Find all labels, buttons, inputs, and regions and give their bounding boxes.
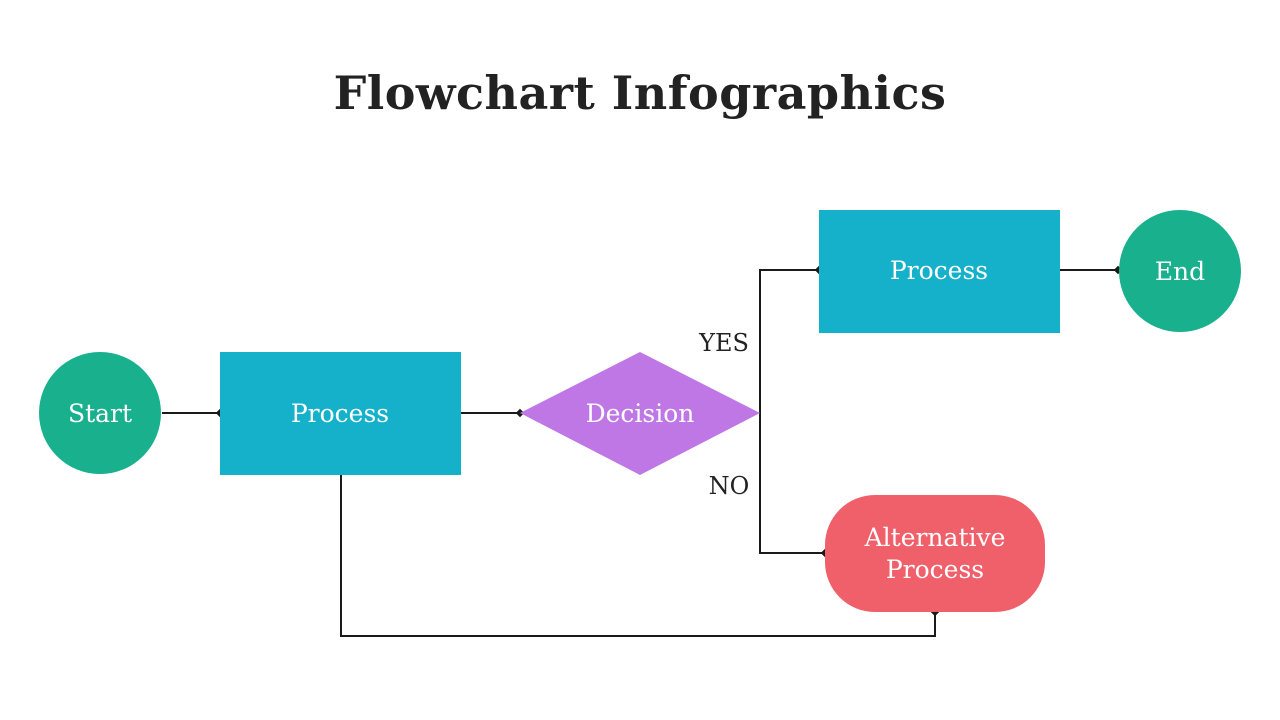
alternative-process-box bbox=[825, 495, 1045, 612]
node-process-1: Process bbox=[220, 352, 461, 475]
end-circle bbox=[1119, 210, 1241, 332]
process-1-label: Process bbox=[291, 399, 389, 428]
end-label: End bbox=[1155, 257, 1205, 286]
node-end: End bbox=[1119, 210, 1241, 332]
process-2-label: Process bbox=[890, 256, 988, 285]
process-1-box bbox=[220, 352, 461, 475]
yes-label: YES bbox=[698, 329, 749, 357]
connector-decision-no-to-alternative bbox=[759, 413, 825, 554]
start-label: Start bbox=[68, 399, 132, 428]
connector-process-to-alternative bbox=[340, 475, 936, 637]
process-2-box bbox=[819, 210, 1060, 333]
node-process-2: Process bbox=[819, 210, 1060, 333]
decision-diamond bbox=[520, 352, 760, 475]
start-circle bbox=[39, 352, 161, 474]
alternative-process-label-line-2: Process bbox=[886, 555, 984, 584]
no-label: NO bbox=[709, 472, 750, 500]
node-alternative-process: Alternative Process bbox=[825, 495, 1045, 612]
decision-label: Decision bbox=[586, 399, 695, 428]
connectors bbox=[162, 269, 1118, 637]
connector-decision-yes-to-process bbox=[759, 269, 819, 413]
node-start: Start bbox=[39, 352, 161, 474]
alternative-process-label-line-1: Alternative bbox=[864, 523, 1006, 552]
page-title: Flowchart Infographics bbox=[333, 66, 947, 120]
node-decision: Decision bbox=[520, 352, 760, 475]
